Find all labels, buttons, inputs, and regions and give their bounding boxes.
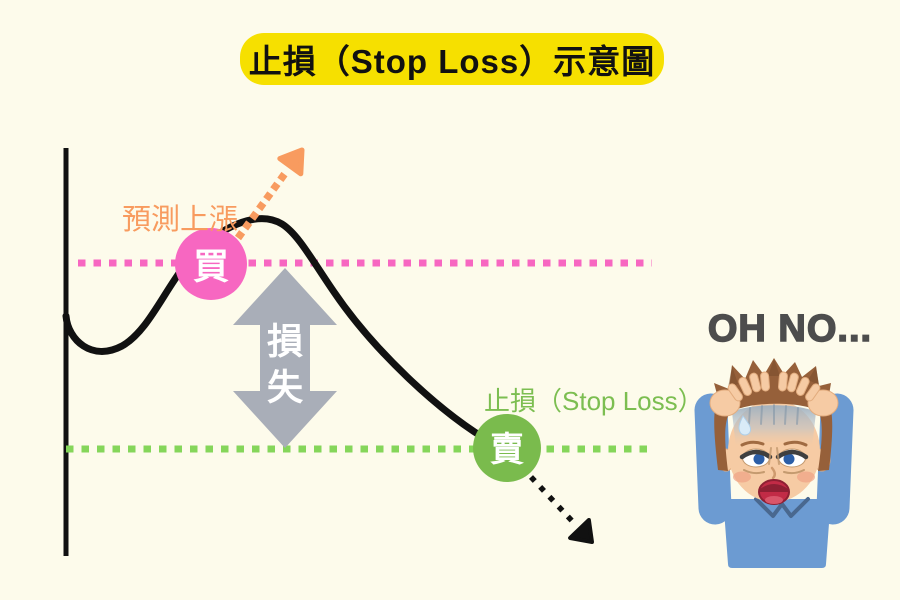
stop-loss-label: 止損（Stop Loss） [484,386,704,416]
sell-marker-label: 賣 [490,431,524,469]
loss-label-char-bottom: 失 [267,367,304,408]
character-hands [709,371,839,417]
price-continuation-arrow-line [528,475,577,525]
character-torso [724,497,830,568]
title-banner: 止損（Stop Loss）示意圖 [240,33,664,85]
character-collar [754,497,810,518]
sell-marker-circle [473,414,541,482]
prediction-arrow-line [234,169,290,241]
character-arms [694,393,854,525]
price-curve [62,215,498,448]
character-features [733,440,815,505]
loss-label-char-top: 損 [267,321,303,362]
character-despair-shading [732,405,816,448]
prediction-label: 預測上漲 [122,204,239,236]
buy-marker-label: 買 [193,246,229,287]
prediction-arrow-head [277,147,305,177]
buy-marker-circle [175,228,247,300]
page-title: 止損（Stop Loss）示意圖 [248,43,656,80]
blush-left [733,471,751,483]
sweat-drop [738,415,752,436]
price-continuation-arrow-head [568,518,594,544]
blush-right [797,471,815,483]
loss-range-arrow [233,268,337,448]
distressed-man-illustration [694,358,854,568]
mouth [758,479,790,505]
nose [770,466,776,480]
oh-no-text: OH NO... [707,307,873,351]
